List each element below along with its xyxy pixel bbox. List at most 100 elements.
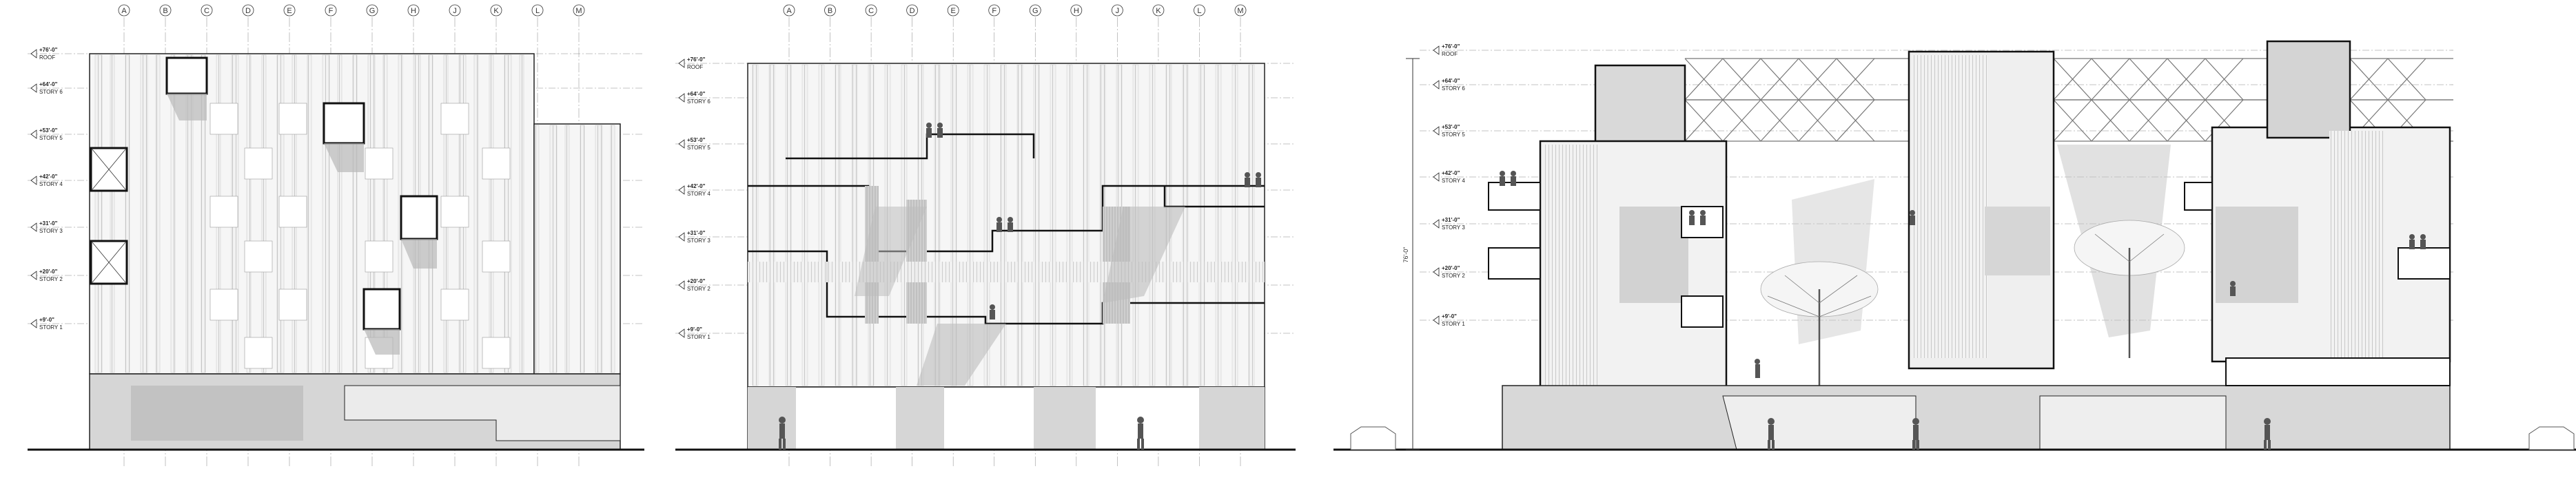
fin [549, 125, 558, 373]
fin [185, 54, 194, 373]
tree [1760, 220, 2185, 399]
fin [1050, 64, 1056, 386]
grid-label: M [575, 7, 582, 15]
level-name: STORY 5 [39, 135, 63, 141]
fin [504, 54, 512, 373]
level-marker [30, 271, 37, 280]
fin [1182, 64, 1189, 386]
fin [94, 54, 103, 373]
level-marker [30, 129, 37, 139]
fin [489, 54, 494, 373]
grid-label: M [1237, 7, 1243, 15]
fin [322, 54, 330, 373]
grid-bubble [824, 4, 836, 17]
truss-diagonal [2167, 99, 2206, 142]
grid-bubble [242, 4, 254, 17]
grid-bubble [1029, 4, 1041, 17]
window [278, 289, 307, 321]
facade-shading [748, 186, 1265, 386]
truss-diagonal [1836, 99, 1875, 142]
window [209, 196, 238, 228]
facade-right-wing [533, 123, 621, 375]
grid-label: B [163, 7, 167, 15]
fin [835, 64, 841, 386]
grid-bubble [407, 4, 420, 17]
truss-diagonal [1798, 58, 1837, 101]
truss-diagonal [1722, 99, 1761, 142]
window-openings [209, 103, 511, 369]
level-name: ROOF [39, 54, 55, 61]
car-right [2528, 426, 2575, 450]
podium-shadow [131, 386, 303, 441]
truss-diagonal [2387, 58, 2426, 101]
fin [1231, 64, 1238, 386]
fin [801, 64, 808, 386]
grid-bubble [118, 4, 130, 17]
level-marker [30, 222, 37, 232]
window [244, 337, 273, 369]
grid-bubble [1234, 4, 1247, 17]
level-marker [30, 319, 37, 328]
window [365, 147, 393, 180]
level-elevation: +31'-0" [1442, 217, 1460, 223]
grid-bubble [865, 4, 877, 17]
grid-label: E [951, 7, 956, 15]
fin [564, 125, 570, 373]
window [209, 103, 238, 135]
grid-label: H [411, 7, 416, 15]
fin [473, 54, 479, 373]
level-name: STORY 2 [39, 276, 63, 282]
window [278, 196, 307, 228]
truss-diagonal [2205, 58, 2244, 101]
grid-bubble [906, 4, 919, 17]
truss-diagonal [1684, 99, 1724, 142]
fin [595, 125, 603, 373]
level-marker [1433, 267, 1440, 277]
fin [519, 54, 524, 373]
fin [201, 54, 206, 373]
grid-bubble [159, 4, 172, 17]
level-elevation: +76'-0" [39, 47, 58, 53]
level-elevation: +76'-0" [1442, 43, 1460, 50]
fin [818, 64, 825, 386]
fin [1215, 64, 1222, 386]
window [278, 103, 307, 135]
level-marker [1433, 315, 1440, 325]
fin [967, 64, 974, 386]
grid-bubble [1070, 4, 1083, 17]
fin [1016, 64, 1023, 386]
window [244, 147, 273, 180]
level-name: STORY 6 [39, 89, 63, 95]
grid-bubble [1111, 4, 1123, 17]
truss-diagonal [2129, 99, 2168, 142]
grid-bubble [283, 4, 296, 17]
podium-cut [1722, 395, 1916, 450]
grid-label: D [245, 7, 251, 15]
truss-diagonal [1836, 58, 1875, 101]
window [482, 337, 511, 369]
grid-label: J [1116, 7, 1120, 15]
truss-diagonal [2167, 58, 2206, 101]
grid-bubble [573, 4, 585, 17]
fin [155, 54, 161, 373]
truss-diagonal [1684, 58, 1724, 101]
grid-bubble [325, 4, 337, 17]
level-marker [678, 139, 685, 149]
fin [110, 54, 115, 373]
fin [307, 54, 312, 373]
level-name: STORY 5 [687, 145, 711, 151]
level-elevation: +42'-0" [1442, 170, 1460, 176]
level-marker [678, 280, 685, 290]
grid-label: K [1156, 7, 1161, 15]
fin [125, 54, 130, 373]
level-name: STORY 2 [1442, 273, 1465, 279]
fin [851, 64, 858, 386]
level-elevation: +31'-0" [687, 230, 706, 236]
level-elevation: +64'-0" [687, 91, 706, 97]
level-elevation: +9'-0" [1442, 313, 1457, 319]
level-name: STORY 6 [1442, 85, 1465, 92]
level-marker [1433, 80, 1440, 90]
fin [768, 64, 775, 386]
